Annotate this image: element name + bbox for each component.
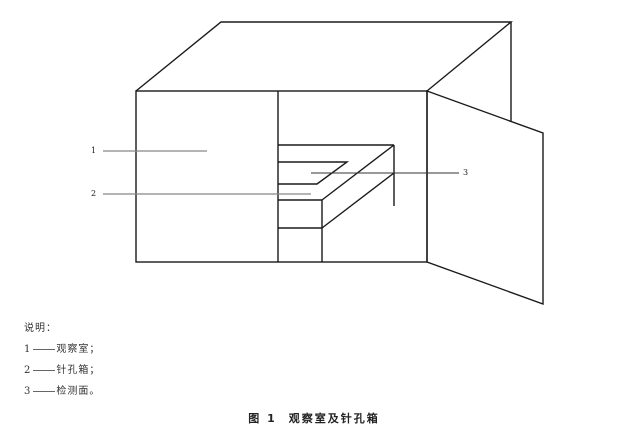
legend-item-1: 1 观察室； <box>24 340 100 355</box>
callout-3: 3 <box>463 168 469 177</box>
callout-2: 2 <box>91 189 97 198</box>
figure-title: 观察室及针孔箱 <box>288 412 380 425</box>
legend-text: 检测面。 <box>56 386 101 397</box>
dash <box>33 391 56 392</box>
callout-1: 1 <box>91 146 97 155</box>
legend-heading: 说明： <box>24 323 57 334</box>
figure-number: 图 1 <box>248 412 277 425</box>
legend-item-2: 2 针孔箱； <box>24 361 100 376</box>
dash <box>33 349 56 350</box>
legend-num: 1 <box>24 344 32 355</box>
legend-item-3: 3 检测面。 <box>24 382 100 397</box>
figure-caption: 图 1 观察室及针孔箱 <box>0 410 628 426</box>
pinhole-box <box>278 144 395 262</box>
top-face <box>135 21 513 92</box>
legend-text: 针孔箱； <box>56 365 101 376</box>
dash <box>33 370 56 371</box>
open-door <box>426 90 544 305</box>
legend-text: 观察室； <box>56 344 101 355</box>
legend-num: 2 <box>24 365 32 376</box>
legend-num: 3 <box>24 386 32 397</box>
front-face <box>135 90 428 263</box>
